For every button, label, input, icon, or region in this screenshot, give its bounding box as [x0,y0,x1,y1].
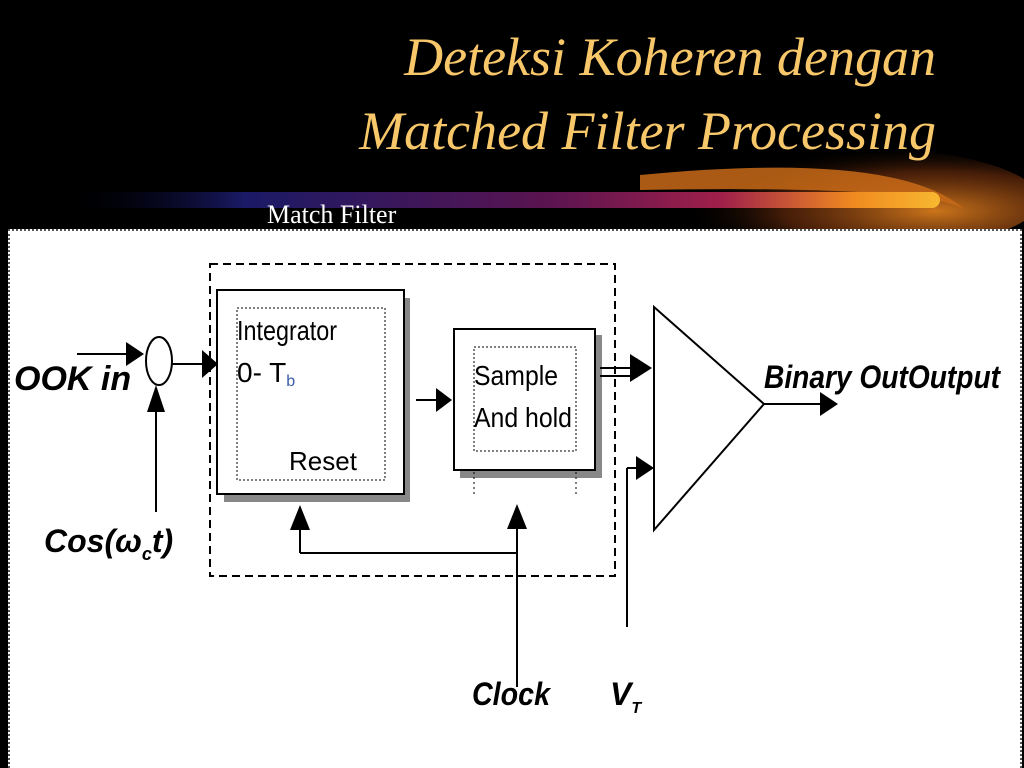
sample-hold-inner [473,346,577,452]
reset-label: Reset [289,446,358,476]
clock-label: Clock [472,676,552,712]
banner-bar [70,192,940,208]
mult-to-integrator-arrowhead [202,350,218,378]
block-diagram: OOK in Cos(ωct) Integrator 0- Tb Reset S… [14,263,1001,717]
and-hold-label: And hold [474,402,572,433]
carrier-arrowhead [147,385,165,412]
integrator-label: Integrator [237,315,337,346]
banner-swoosh [640,167,965,210]
integrator-inner [236,307,386,481]
sample-label: Sample [474,360,558,391]
matched-filter-boundary [209,263,616,577]
integrator-to-sh-arrowhead [436,388,452,412]
comparator-triangle [653,304,766,533]
threshold-arrowhead [636,456,654,480]
integrator-block [216,289,405,495]
input-arrowhead [126,342,144,366]
output-arrowhead [820,392,838,416]
title-banner-graphic [70,145,1024,240]
sample-hold-block [453,328,596,471]
threshold-label: VT [610,676,642,717]
clock-to-sh-arrowhead [507,504,527,529]
integrator-range-label: 0- Tb [237,357,295,390]
sh-to-comparator-arrowhead [630,354,652,382]
binary-output-label: Binary OutOutput [764,359,1001,395]
reset-arrowhead [290,505,310,530]
slide-subtitle: Match Filter [267,200,397,229]
slide-title-line-1: Deteksi Koheren dengan [404,27,936,87]
ook-in-label: OOK in [14,360,131,398]
carrier-label: Cos(ωct) [44,523,173,564]
slide-title-line-2: Matched Filter Processing [359,101,936,161]
multiplier-circle [145,336,173,386]
diagram-panel: OOK in Cos(ωct) Integrator 0- Tb Reset S… [8,229,1022,768]
